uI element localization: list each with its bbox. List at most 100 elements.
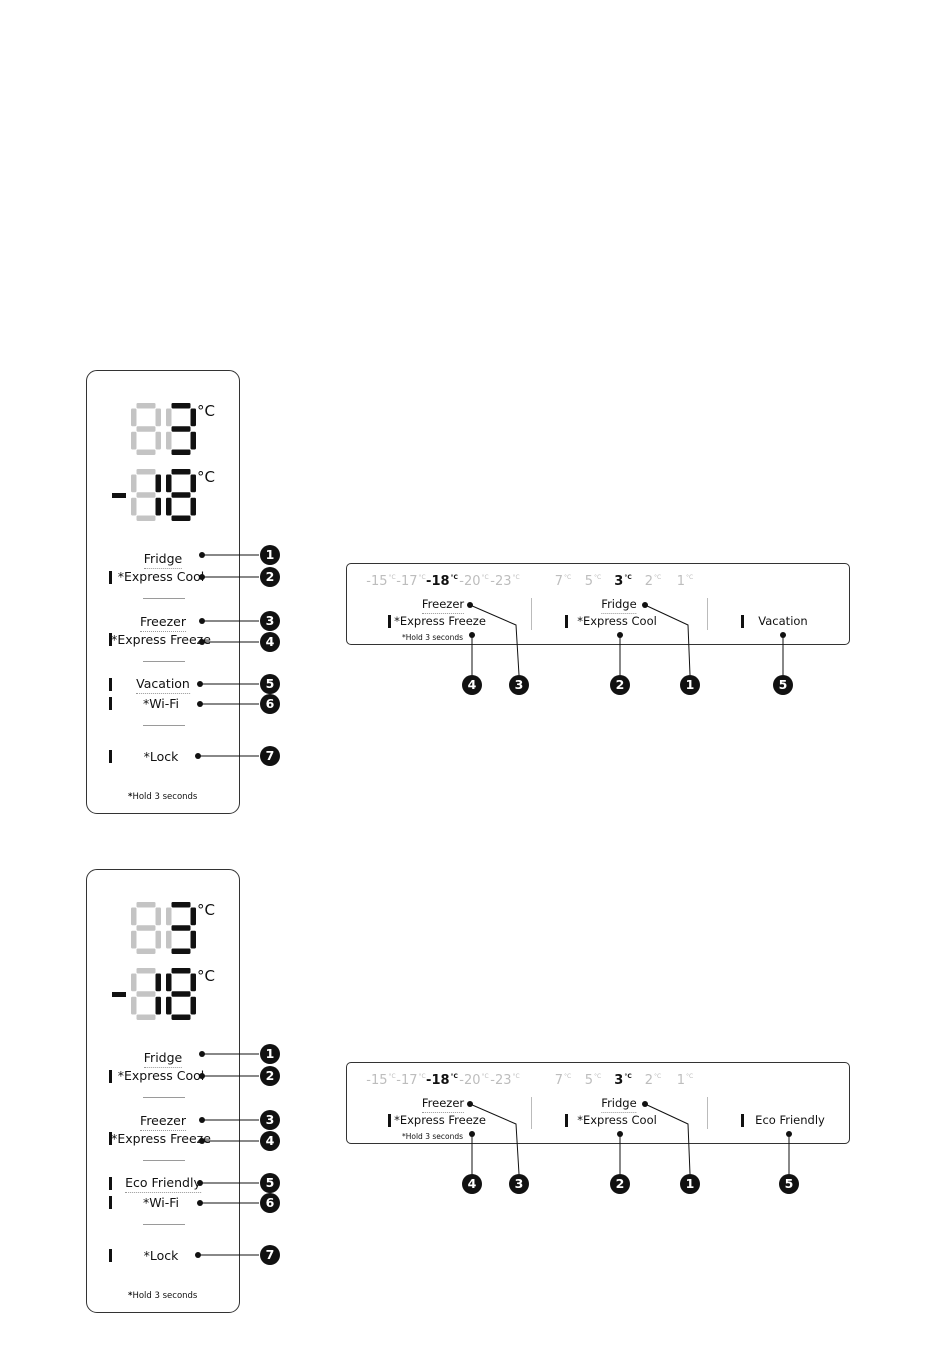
callout-number-2: 2	[610, 1174, 630, 1194]
fridge-temp-unit: °C	[564, 574, 572, 581]
callout-number-1: 1	[260, 545, 280, 565]
freezer-temp-unit: °C	[450, 574, 458, 581]
express-cool-indicator	[109, 1070, 112, 1083]
segment-e	[131, 431, 137, 450]
hold-star: *	[128, 792, 133, 802]
freezer-minus-sign	[112, 493, 126, 498]
segment-f	[131, 907, 137, 926]
fridge-label: Fridge	[143, 1051, 183, 1068]
separator	[143, 661, 185, 662]
segment-f	[166, 474, 172, 493]
fridge-temp-value: 2	[644, 574, 654, 589]
fridge-temp-value: 7	[554, 1073, 564, 1088]
segment-b	[190, 474, 196, 493]
segment-b	[190, 973, 196, 992]
fridge-temp-unit: °C	[654, 574, 662, 581]
freezer-temp-option: -18°C	[426, 574, 458, 589]
fridge-temp-option: 7°C	[555, 574, 572, 589]
fridge-temp-unit: °C	[594, 1073, 602, 1080]
lock-label: *Lock	[143, 1248, 179, 1263]
fridge-digit-ones	[166, 902, 196, 954]
fridge-temp-unit: °C	[624, 1073, 632, 1080]
freezer-temp-option: -23°C	[490, 574, 519, 589]
callout-number-2: 2	[260, 567, 280, 587]
separator	[143, 1160, 185, 1161]
callout-number-3: 3	[260, 1110, 280, 1130]
freezer-temp-unit: °C	[512, 1073, 520, 1080]
freezer-temp-value: -15	[366, 1073, 388, 1088]
segment-b	[190, 408, 196, 427]
segment-e	[166, 996, 172, 1015]
segment-d	[136, 515, 156, 521]
wifi-indicator	[109, 1196, 112, 1209]
freezer-temp-option: -15°C	[366, 575, 395, 589]
segment-e	[131, 930, 137, 949]
fridge-temp-unit: °C	[624, 574, 632, 581]
hold-note: *Hold 3 seconds	[128, 1292, 197, 1301]
callout-number-7: 7	[260, 1245, 280, 1265]
freezer-temp-value: -18	[426, 1073, 450, 1088]
fridge-temp-value: 2	[644, 1073, 654, 1088]
freezer-temp-option: -18°C	[426, 1073, 458, 1088]
callout-number-5: 5	[260, 1173, 280, 1193]
segment-c	[190, 930, 196, 949]
segment-g	[136, 925, 156, 931]
freezer-label: Freezer	[140, 1114, 186, 1131]
callout-number-5: 5	[779, 1174, 799, 1194]
fridge-temp-option: 1°C	[677, 1073, 694, 1088]
segment-e	[166, 497, 172, 516]
fridge-label: Fridge	[143, 552, 183, 569]
express-cool-indicator	[109, 571, 112, 584]
separator	[143, 598, 185, 599]
hold-note: *Hold 3 seconds	[402, 1132, 464, 1141]
callout-number-3: 3	[509, 675, 529, 695]
express-cool-indicator	[565, 615, 568, 628]
fridge-temp-unit: °C	[686, 1073, 694, 1080]
freezer-temp-value: -17	[396, 1073, 418, 1088]
segment-e	[131, 497, 137, 516]
callout-number-4: 4	[462, 675, 482, 695]
fridge-temp-option: 1°C	[677, 575, 693, 589]
freezer-temp-value: -17	[396, 574, 418, 589]
segment-d	[136, 449, 156, 455]
express-freeze-indicator	[388, 615, 391, 628]
segment-c	[190, 497, 196, 516]
fridge-temp-option: 7°C	[554, 1073, 571, 1088]
freezer-digit-ones	[166, 968, 196, 1020]
fridge-digit-ones	[166, 403, 196, 455]
callout-number-4: 4	[260, 632, 280, 652]
segment-c	[155, 930, 161, 949]
fridge-label: Fridge	[601, 1097, 637, 1113]
freezer-temp-value: -18	[426, 574, 450, 589]
freezer-temp-value: -23	[490, 574, 512, 589]
segment-d	[136, 1014, 156, 1020]
callout-number-5: 5	[773, 675, 793, 695]
fridge-temp-unit: °C	[594, 574, 602, 581]
diagram-set-1: °C °C Fridge *Express Cool Freezer *Expr…	[0, 370, 950, 830]
freezer-temp-unit: °C	[418, 574, 426, 581]
callout-number-2: 2	[610, 675, 630, 695]
callout-number-3: 3	[260, 611, 280, 631]
segment-a	[136, 968, 156, 974]
callout-number-2: 2	[260, 1066, 280, 1086]
segment-g	[171, 426, 191, 432]
segment-b	[155, 907, 161, 926]
segment-d	[171, 948, 191, 954]
segment-d	[171, 449, 191, 455]
segment-d	[136, 948, 156, 954]
fridge-temp-option: 3°C	[614, 574, 632, 589]
segment-f	[166, 907, 172, 926]
callout-number-1: 1	[680, 1174, 700, 1194]
express-freeze-label: *Express Freeze	[111, 1131, 211, 1146]
horizontal-control-panel: Freezer *Express Freeze *Hold 3 seconds …	[346, 563, 850, 645]
fridge-temp-value: 5	[584, 574, 594, 589]
eco-friendly-label: Eco Friendly	[125, 1176, 201, 1193]
freezer-temp-value: -23	[490, 1073, 512, 1088]
freezer-temp-option: -15°C	[366, 1073, 395, 1088]
fridge-temp-option: 2°C	[644, 1073, 661, 1088]
express-freeze-indicator	[109, 633, 112, 646]
segment-b	[155, 474, 161, 493]
lock-indicator	[109, 750, 112, 763]
horizontal-control-panel: Freezer *Express Freeze *Hold 3 seconds …	[346, 1062, 850, 1144]
vacation-indicator	[109, 678, 112, 691]
